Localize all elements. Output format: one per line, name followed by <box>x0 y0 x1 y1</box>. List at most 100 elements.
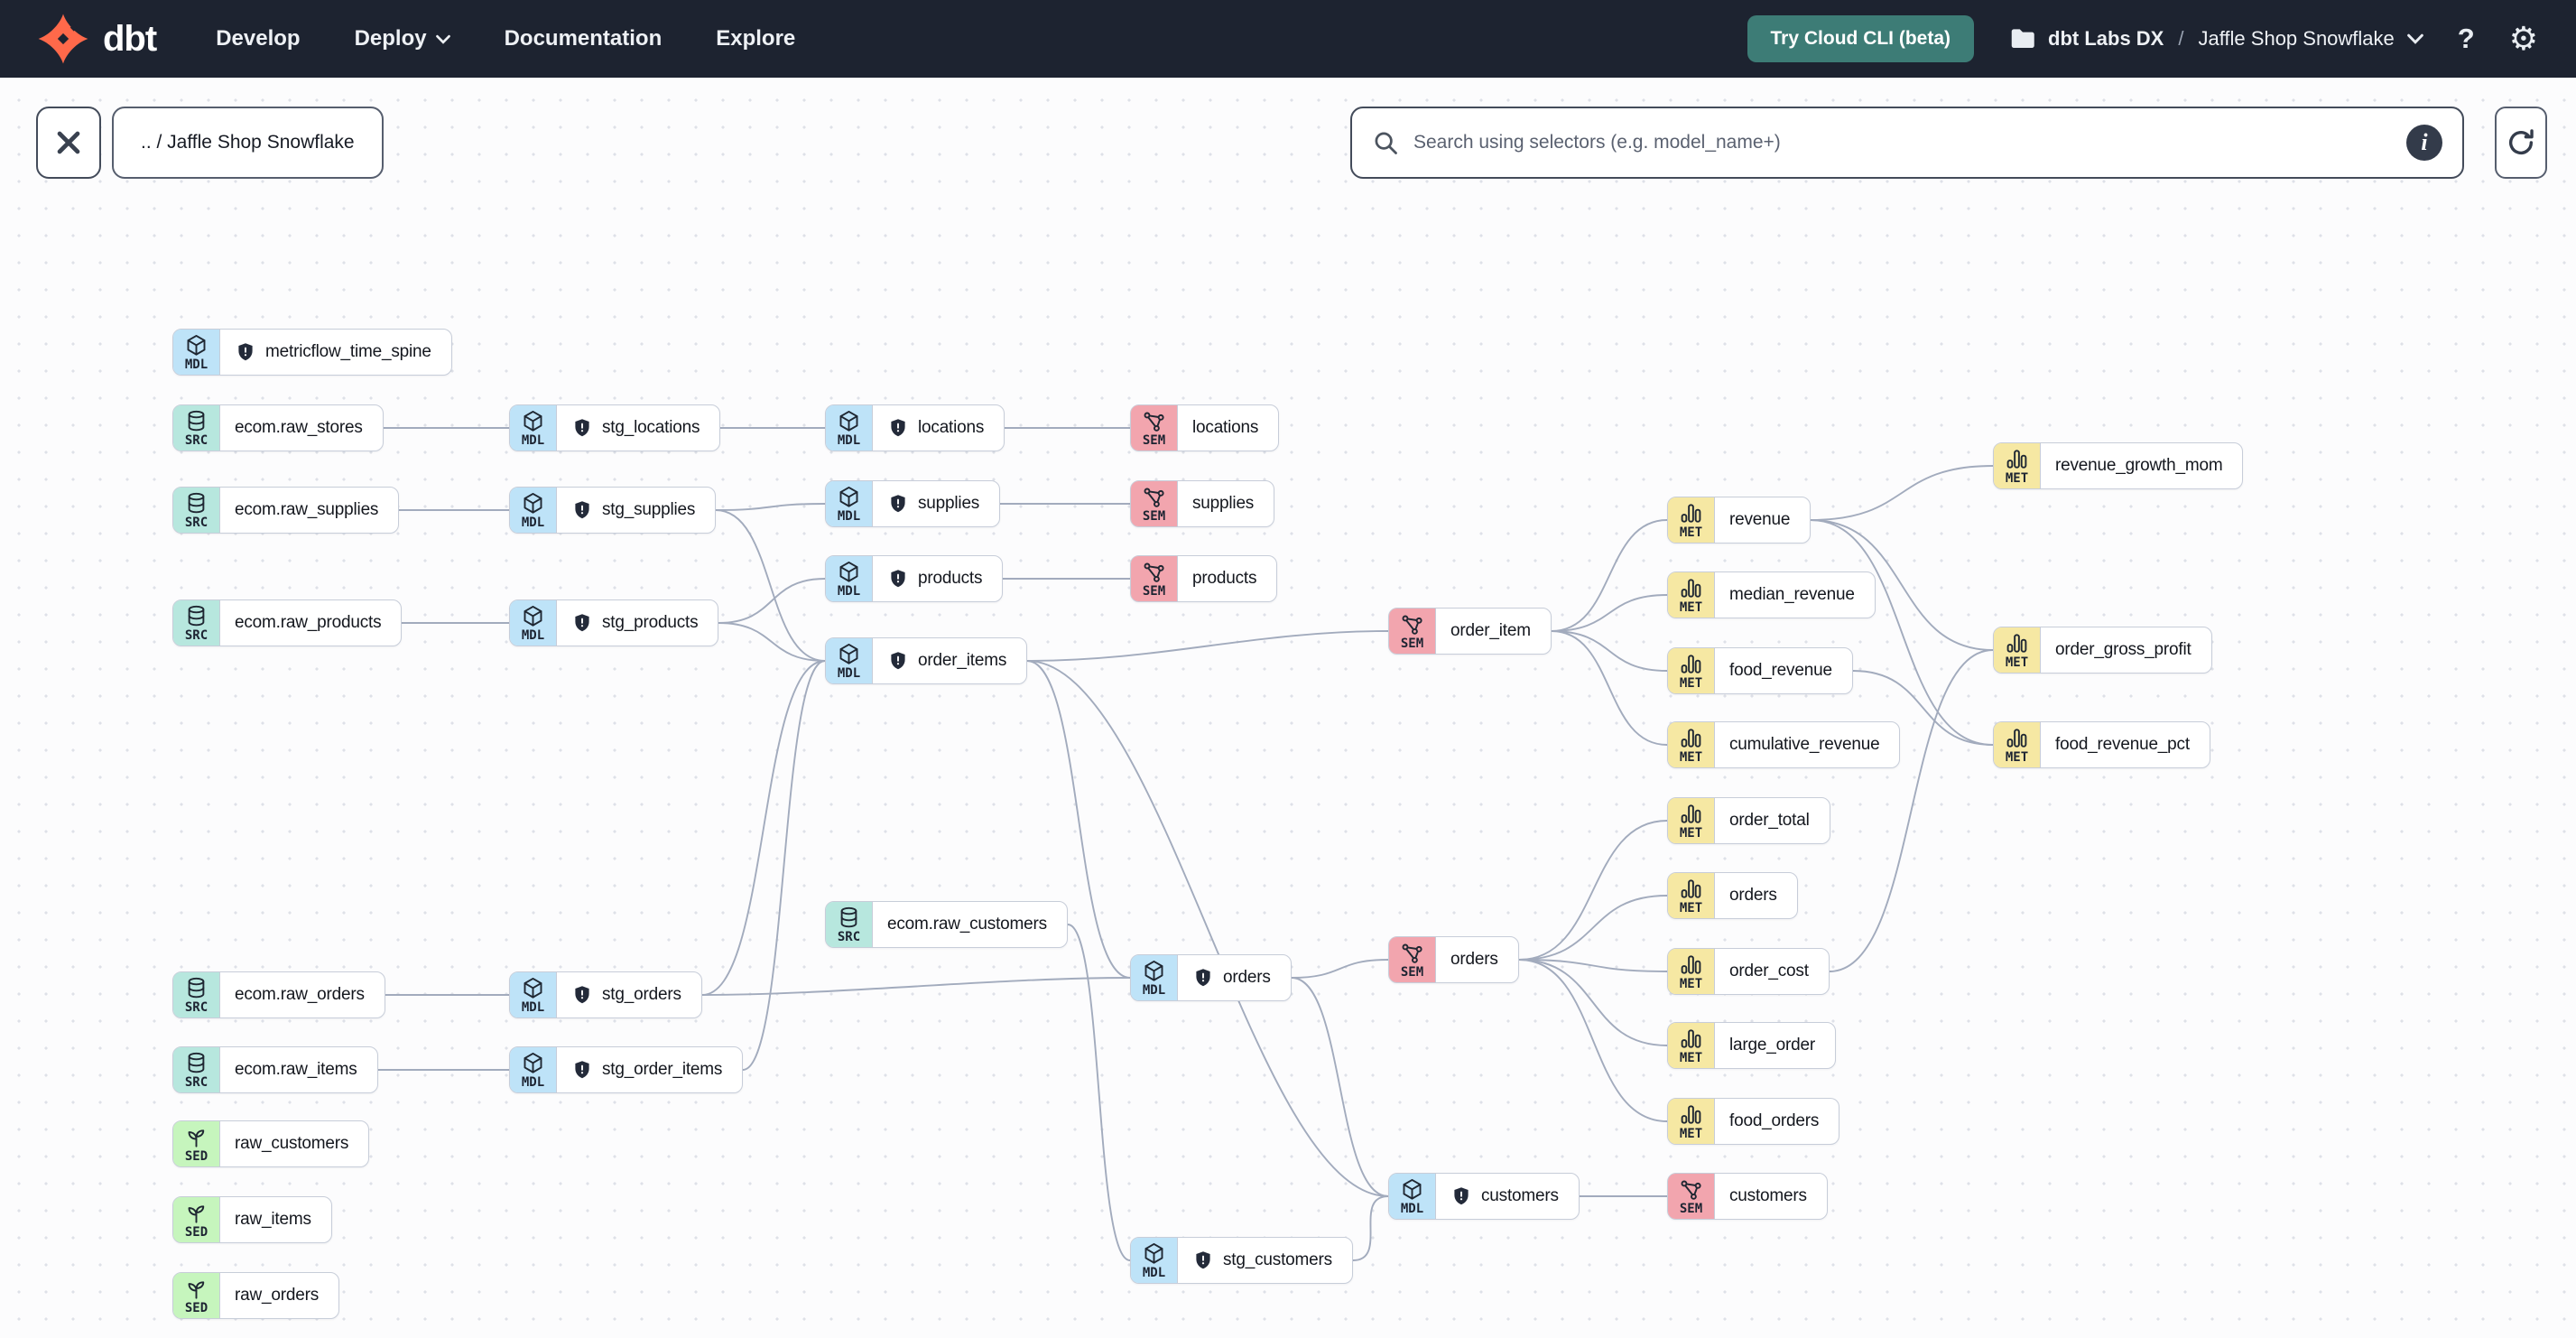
try-cloud-cli-button[interactable]: Try Cloud CLI (beta) <box>1747 15 1975 62</box>
node-label: ecom.raw_items <box>235 1060 357 1079</box>
nav-item-explore[interactable]: Explore <box>716 26 796 51</box>
mdl-badge: MDL <box>510 600 557 646</box>
dbt-brand[interactable]: dbt <box>38 14 157 64</box>
nav-item-documentation[interactable]: Documentation <box>504 26 663 51</box>
refresh-button[interactable] <box>2495 107 2547 179</box>
metric-chart-icon <box>1679 652 1703 676</box>
node-label: order_cost <box>1729 962 1809 980</box>
edge-revenue-to-revenue_growth_mom <box>1810 465 1994 521</box>
node-label: products <box>1192 569 1257 588</box>
node-label: ecom.raw_orders <box>235 985 365 1004</box>
node-label: stg_order_items <box>602 1060 723 1079</box>
model-cube-icon <box>837 642 861 666</box>
node-label: stg_supplies <box>602 500 696 519</box>
account-name[interactable]: dbt Labs DX <box>2048 27 2164 50</box>
shield-icon <box>571 984 593 1006</box>
met-badge: MET <box>1668 1023 1715 1068</box>
top-navbar: dbt Develop Deploy Documentation Explore Tr… <box>0 0 2576 78</box>
source-database-icon <box>837 906 861 930</box>
chevron-down-icon <box>2406 33 2423 44</box>
edge-order_items-to-customers_model <box>1026 660 1389 1197</box>
model-cube-icon <box>521 976 545 1000</box>
nav-item-deploy[interactable]: Deploy <box>355 26 450 51</box>
project-breadcrumb[interactable]: dbt Labs DX / Jaffle Shop Snowflake <box>2008 25 2423 52</box>
mdl-badge: MDL <box>1389 1174 1436 1219</box>
shield-icon <box>571 1059 593 1081</box>
edge-stg_order_items-to-order_items <box>742 660 826 1071</box>
help-icon: ? <box>2457 23 2475 54</box>
lineage-breadcrumb[interactable]: .. / Jaffle Shop Snowflake <box>112 107 384 179</box>
met-badge: MET <box>1668 648 1715 693</box>
node-label: revenue <box>1729 510 1791 529</box>
seed-sprout-icon <box>184 1125 208 1149</box>
edge-stg_supplies-to-order_items <box>715 509 826 662</box>
shield-icon <box>571 499 593 521</box>
help-button[interactable]: ? <box>2458 23 2475 55</box>
chevron-down-icon <box>435 34 450 44</box>
settings-button[interactable]: ⚙ <box>2509 23 2538 55</box>
info-icon[interactable]: i <box>2406 125 2442 161</box>
search-input[interactable] <box>1413 132 2392 153</box>
node-label: ecom.raw_stores <box>235 418 363 437</box>
edge-revenue-to-food_revenue_pct <box>1810 519 1994 746</box>
sem-badge: SEM <box>1389 609 1436 654</box>
src-badge: SRC <box>173 488 220 533</box>
model-cube-icon <box>184 333 208 358</box>
lineage-edges <box>378 427 1994 1261</box>
node-label: customers <box>1729 1186 1807 1205</box>
nav-item-develop[interactable]: Develop <box>216 26 301 51</box>
shield-icon <box>887 493 909 515</box>
edge-stg_supplies-to-supplies_model <box>715 503 826 511</box>
gear-icon: ⚙ <box>2508 20 2538 57</box>
path-separator: / <box>2178 27 2184 50</box>
shield-icon <box>887 568 909 590</box>
src-badge: SRC <box>173 600 220 646</box>
met-badge: MET <box>1994 627 2041 673</box>
close-lineage-button[interactable] <box>36 107 101 179</box>
project-name[interactable]: Jaffle Shop Snowflake <box>2198 27 2395 50</box>
met-badge: MET <box>1994 443 2041 488</box>
edge-stg_orders-to-order_items <box>701 660 826 996</box>
